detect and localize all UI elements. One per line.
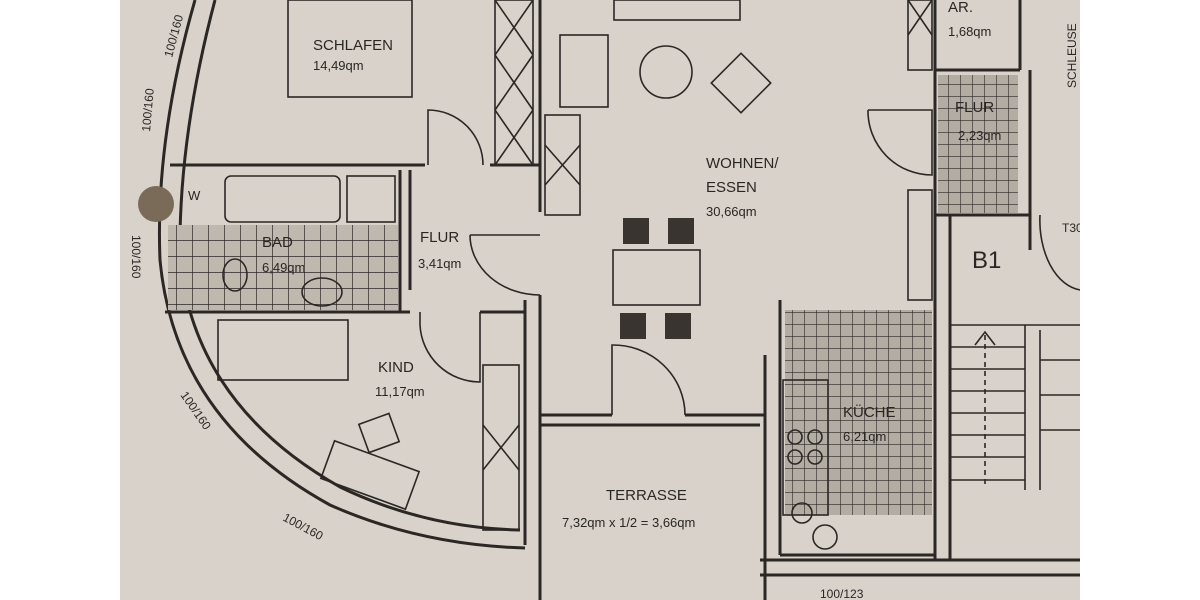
round-table bbox=[639, 45, 693, 99]
stove-burners bbox=[787, 429, 823, 465]
toilet bbox=[222, 258, 248, 292]
label-t30: T30 bbox=[1062, 221, 1083, 235]
kitchen-table-seat bbox=[812, 524, 838, 550]
room-area-flur2: 2,23qm bbox=[958, 128, 1001, 143]
room-name-kueche: KÜCHE bbox=[843, 403, 896, 421]
interior-walls bbox=[165, 0, 1080, 600]
window-dim: 100/160 bbox=[129, 235, 143, 279]
room-name-schlafen: SCHLAFEN bbox=[313, 37, 393, 54]
label-schleuse: SCHLEUSE bbox=[1065, 23, 1079, 88]
room-name-wohnen-line1: WOHNEN/ bbox=[706, 155, 779, 172]
room-area-kind: 11,17qm bbox=[375, 384, 425, 399]
armchair bbox=[559, 34, 609, 108]
window-dim: 100/160 bbox=[139, 88, 157, 133]
bed-schlafen bbox=[287, 0, 413, 98]
room-area-terrasse: 7,32qm x 1/2 = 3,66qm bbox=[562, 515, 695, 530]
room-name-terrasse: TERRASSE bbox=[606, 487, 687, 504]
sofa bbox=[613, 0, 741, 21]
bathroom-tiles bbox=[168, 225, 398, 310]
staircase bbox=[950, 324, 1080, 490]
fixture-label-w: W bbox=[188, 188, 201, 203]
room-area-schlafen: 14,49qm bbox=[313, 58, 364, 73]
kitchen-table-seat bbox=[791, 502, 813, 524]
door-swing-terrasse bbox=[611, 344, 686, 416]
wardrobe-cabinets bbox=[482, 0, 933, 531]
shower-tray bbox=[346, 175, 396, 223]
margin-left bbox=[0, 0, 120, 600]
stairwell-label: B1 bbox=[972, 247, 1001, 274]
flur2-tiles bbox=[938, 75, 1018, 213]
desk-chair bbox=[357, 412, 401, 454]
door-swing-flur-top bbox=[427, 109, 484, 166]
outer-curved-wall bbox=[157, 0, 526, 550]
room-name-bad: BAD bbox=[262, 234, 293, 251]
side-table bbox=[710, 52, 772, 114]
punch-hole bbox=[138, 186, 174, 222]
desk bbox=[319, 439, 421, 511]
bathtub bbox=[224, 175, 341, 223]
door-swing-b1 bbox=[1039, 214, 1081, 291]
margin-right bbox=[1080, 0, 1200, 600]
dining-table bbox=[612, 249, 701, 306]
door-swing-kind bbox=[419, 312, 481, 383]
kitchen-tiles bbox=[785, 310, 932, 515]
washbasin bbox=[301, 277, 343, 307]
room-area-kueche: 6,21qm bbox=[843, 429, 886, 444]
dining-chairs bbox=[620, 218, 694, 339]
bed-kind bbox=[217, 319, 349, 381]
room-name-flur2: FLUR bbox=[955, 99, 994, 116]
room-name-flur: FLUR bbox=[420, 229, 459, 246]
room-name-wohnen-line2: ESSEN bbox=[706, 179, 757, 196]
room-area-bad: 6,49qm bbox=[262, 260, 305, 275]
room-name-abstellraum: AR. bbox=[948, 0, 973, 16]
kitchen-counter bbox=[782, 379, 829, 516]
room-area-wohnen: 30,66qm bbox=[706, 204, 757, 219]
room-name-kind: KIND bbox=[378, 359, 414, 376]
window-dim: 100/123 bbox=[820, 587, 864, 600]
door-swing-flur-right bbox=[469, 234, 541, 296]
door-swing-kueche bbox=[867, 109, 933, 176]
room-area-abstellraum: 1,68qm bbox=[948, 24, 991, 39]
room-area-flur: 3,41qm bbox=[418, 256, 461, 271]
